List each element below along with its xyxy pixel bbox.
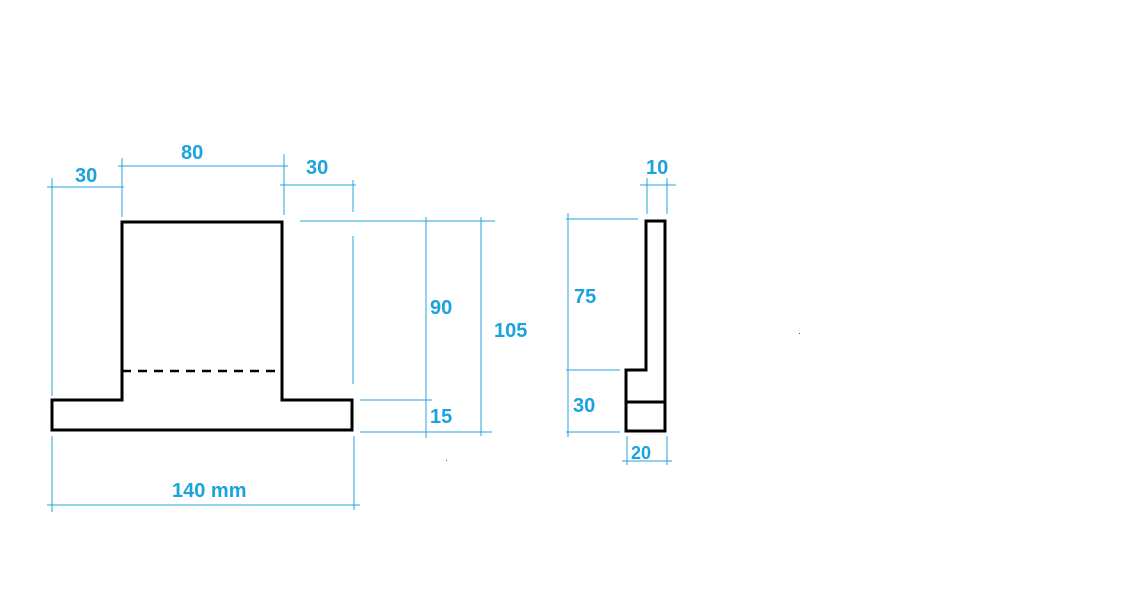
side-view: [624, 219, 667, 433]
label-side-thickness: 10: [646, 157, 668, 179]
speck: [799, 333, 800, 334]
side-view-labels: 10 75 30 20: [573, 157, 668, 463]
front-view-labels: 30 80 30 90 15 105 140 mm: [75, 142, 527, 502]
label-flange-height: 15: [430, 406, 452, 428]
label-total-height: 105: [494, 320, 527, 342]
label-right-flange-width: 30: [306, 157, 328, 179]
speck: [446, 460, 447, 461]
front-view-outline: [50, 220, 354, 432]
label-side-upper-height: 75: [574, 286, 596, 308]
front-view: [50, 220, 354, 432]
label-side-lower-height: 30: [573, 395, 595, 417]
label-web-width: 80: [181, 142, 203, 164]
side-view-outline: [624, 219, 667, 433]
label-total-width: 140 mm: [172, 480, 247, 502]
label-web-height: 90: [430, 297, 452, 319]
label-left-flange-width: 30: [75, 165, 97, 187]
label-side-base-depth: 20: [631, 443, 651, 463]
side-view-dimensions: [566, 178, 676, 465]
front-view-dimensions: [47, 154, 495, 512]
